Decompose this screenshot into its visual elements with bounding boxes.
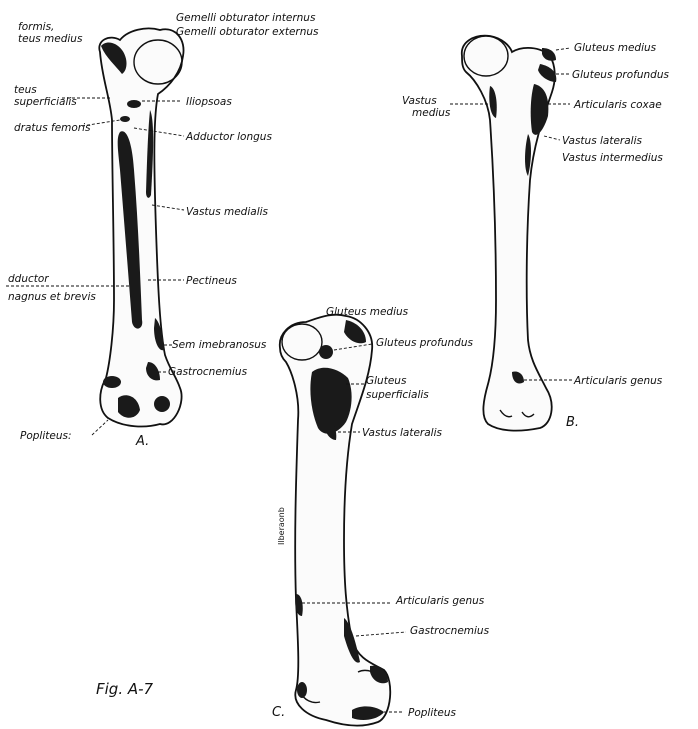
label-a-adductor-longus: Adductor longus [185, 131, 272, 143]
label-a-gemelli-internus: Gemelli obturator internus [176, 12, 316, 24]
label-a-quadratus-femoris: dratus femoris [14, 122, 91, 134]
label-b-vastus-medius-1: Vastus [402, 95, 437, 107]
specimen-stamp: Ilberaonb [277, 507, 286, 545]
label-b-gluteus-profundus: Gluteus profundus [572, 69, 669, 81]
label-a-adductor-2: nagnus et brevis [8, 291, 96, 303]
label-c-gluteus-superficialis-1: Gluteus [366, 375, 407, 387]
label-a-gemelli-externus: Gemelli obturator externus [176, 26, 319, 38]
label-a-gluteus-superficialis-1: teus [14, 84, 37, 96]
label-c-gluteus-superficialis-2: superficialis [366, 389, 429, 401]
label-b-vastus-intermedius: Vastus intermedius [562, 152, 663, 164]
leader-a-vastus-medialis [152, 205, 184, 210]
leader-b-gluteus-medius [556, 48, 570, 50]
label-b-gluteus-medius: Gluteus medius [574, 42, 657, 54]
leader-b-vastus-lateralis [544, 136, 560, 140]
femur-c-gluteus-profundus-mark [319, 345, 333, 359]
femur-a-condyle-mark-right [154, 396, 170, 412]
femur-view-b: Gluteus medius Gluteus profundus Vastus … [402, 36, 669, 431]
label-a-popliteus: Popliteus: [20, 430, 72, 442]
leader-c-gastrocnemius [356, 632, 406, 636]
figure-caption: Fig. A-7 [96, 680, 154, 698]
femur-view-a: Gemelli obturator internus Gemelli obtur… [6, 12, 319, 449]
label-c-gastrocnemius: Gastrocnemius [410, 625, 490, 637]
label-c-gluteus-profundus: Gluteus profundus [376, 337, 473, 349]
label-a-semimembranosus: Sem imebranosus [172, 339, 267, 351]
label-c-articularis-genus: Articularis genus [395, 595, 485, 607]
femur-a-iliopsoas-mark [127, 100, 141, 108]
label-c-popliteus: Popliteus [408, 707, 456, 719]
label-a-iliopsoas: Iliopsoas [186, 96, 232, 108]
panel-label-c: C. [272, 705, 285, 720]
panel-label-b: B. [566, 415, 579, 430]
label-c-gluteus-medius: Gluteus medius [326, 306, 409, 318]
label-a-pectineus: Pectineus [186, 275, 237, 287]
label-a-gluteus-medius: teus medius [18, 33, 83, 45]
label-a-vastus-medialis: Vastus medialis [186, 206, 269, 218]
label-b-vastus-medius-2: medius [412, 107, 451, 119]
femur-a-quadratus-mark [120, 116, 130, 122]
label-a-adductor-1: dductor [8, 273, 49, 285]
label-b-articularis-coxae: Articularis coxae [573, 99, 662, 111]
femur-view-c: Gluteus medius Gluteus profundus Gluteus… [272, 306, 490, 726]
label-a-piriformis: formis, [18, 21, 54, 33]
femur-c-lateral-condyle-mark [297, 682, 307, 698]
label-a-gastrocnemius: Gastrocnemius [168, 366, 248, 378]
label-a-gluteus-superficialis-2: superficialis [14, 96, 77, 108]
leader-a-popliteus [92, 420, 108, 435]
label-b-vastus-lateralis: Vastus lateralis [562, 135, 643, 147]
femur-a-condyle-mark-left [103, 376, 121, 388]
label-c-vastus-lateralis: Vastus lateralis [362, 427, 443, 439]
label-b-articularis-genus: Articularis genus [573, 375, 663, 387]
panel-label-a: A. [135, 434, 149, 449]
